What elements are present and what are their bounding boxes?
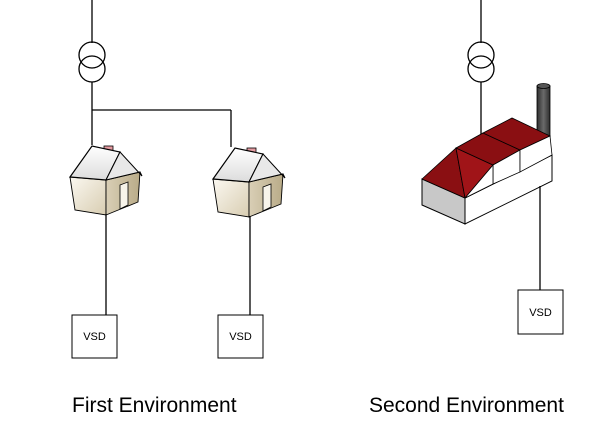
caption-second-environment: Second Environment (369, 394, 564, 417)
vsd-label: VSD (529, 307, 552, 319)
vsd-label: VSD (229, 331, 252, 343)
caption-first-environment: First Environment (72, 394, 237, 417)
house-icon (211, 147, 286, 218)
vsd-box: VSD (71, 314, 118, 359)
second-environment: VSD (421, 0, 564, 335)
first-environment: VSD VSD (68, 0, 286, 359)
vsd-box: VSD (517, 289, 564, 335)
factory-icon (421, 83, 553, 225)
transformer-icon (78, 41, 106, 83)
vsd-label: VSD (83, 331, 106, 343)
house-icon (68, 145, 143, 216)
vsd-box: VSD (217, 314, 264, 359)
transformer-icon (467, 41, 495, 83)
